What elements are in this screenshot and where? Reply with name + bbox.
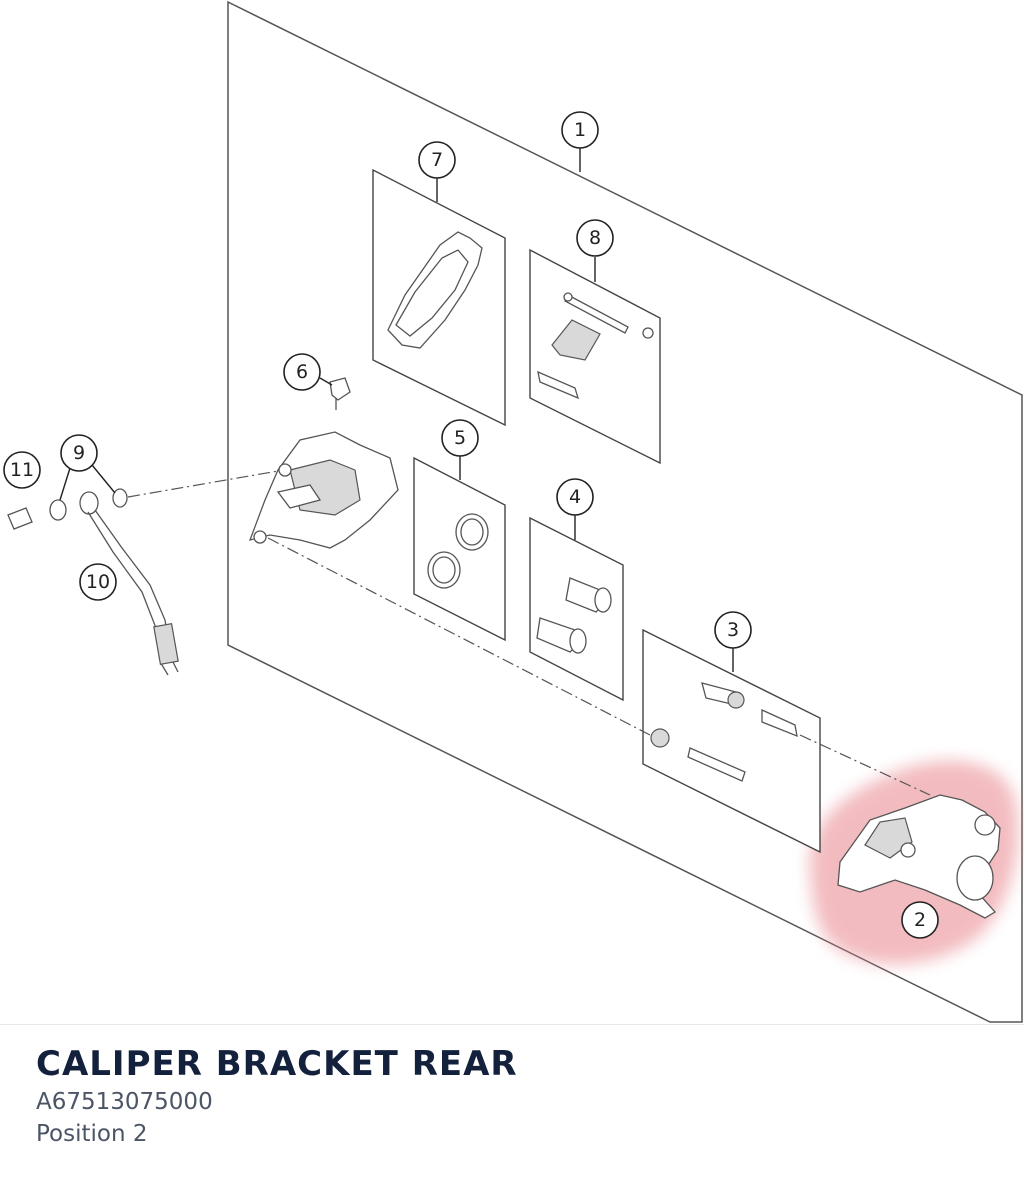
svg-text:10: 10 xyxy=(86,571,110,593)
svg-text:4: 4 xyxy=(569,486,581,508)
brake-line-parts xyxy=(7,488,179,676)
box-seal-rings xyxy=(413,456,506,642)
callout-2: 2 xyxy=(901,901,939,939)
caption-divider xyxy=(0,1024,1024,1025)
callout-leaders xyxy=(59,148,734,672)
assembly-line-bracket xyxy=(799,734,931,796)
svg-text:5: 5 xyxy=(454,427,466,449)
box-pin-kit xyxy=(529,248,661,465)
svg-text:2: 2 xyxy=(914,909,926,931)
part-title: CALIPER BRACKET REAR xyxy=(36,1044,518,1084)
svg-text:1: 1 xyxy=(574,119,586,141)
svg-text:8: 8 xyxy=(589,227,601,249)
assembly-frame xyxy=(227,0,1023,1023)
callout-7: 7 xyxy=(418,141,456,179)
assembly-line-hose xyxy=(127,470,279,498)
box-brake-pads xyxy=(372,168,506,427)
svg-text:3: 3 xyxy=(727,619,739,641)
callout-3: 3 xyxy=(714,611,752,649)
callout-9: 9 xyxy=(60,434,98,472)
assembly-line-caliper-bolt xyxy=(267,537,651,736)
part-caption: CALIPER BRACKET REAR A67513075000 Positi… xyxy=(36,1042,988,1150)
callout-4: 4 xyxy=(556,478,594,516)
callout-5: 5 xyxy=(441,419,479,457)
svg-text:11: 11 xyxy=(10,459,34,481)
box-pistons xyxy=(529,516,624,702)
svg-text:6: 6 xyxy=(296,361,308,383)
box-bolts xyxy=(642,628,821,854)
svg-text:7: 7 xyxy=(431,149,443,171)
part-position: Position 2 xyxy=(36,1121,148,1147)
callout-8: 8 xyxy=(576,219,614,257)
svg-text:9: 9 xyxy=(73,442,85,464)
callout-10: 10 xyxy=(79,563,117,601)
caliper-bracket xyxy=(837,794,1001,919)
brake-caliper xyxy=(248,377,399,549)
callout-6: 6 xyxy=(283,353,321,391)
part-number: A67513075000 xyxy=(36,1089,213,1115)
callout-11: 11 xyxy=(3,451,41,489)
exploded-parts-diagram: 1 2 3 4 5 6 7 8 9 10 11 xyxy=(3,0,1023,1023)
callout-1: 1 xyxy=(561,111,599,149)
